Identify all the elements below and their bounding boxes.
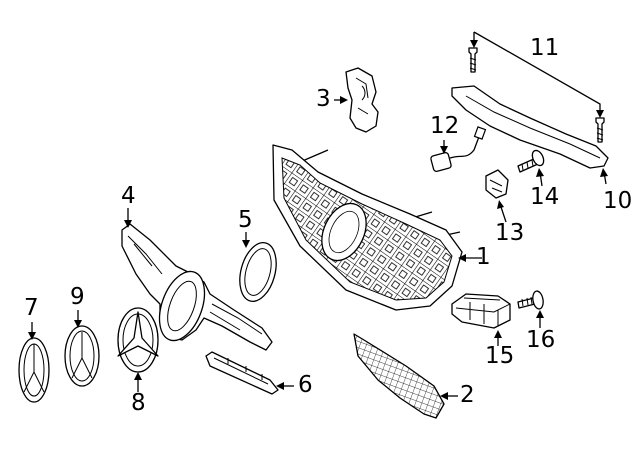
callout-4: 4 (121, 183, 136, 209)
part-11-bolts (468, 47, 605, 143)
callout-14: 14 (530, 184, 560, 210)
part-12-sensor (430, 126, 487, 173)
leader-lines (28, 31, 608, 400)
callout-13: 13 (495, 220, 525, 246)
callout-10: 10 (603, 188, 633, 214)
part-8-star-emblem (117, 307, 159, 373)
part-2-lower-insert (353, 333, 445, 419)
part-1-grille (272, 144, 463, 311)
part-10-support-bar (451, 85, 609, 169)
part-3-bracket (345, 67, 379, 133)
callout-5: 5 (238, 207, 253, 233)
callout-7: 7 (24, 295, 39, 321)
part-15-bracket-block (451, 293, 511, 329)
part-9-star-emblem (64, 325, 100, 387)
callout-11: 11 (530, 35, 560, 61)
callout-3: 3 (316, 86, 331, 112)
part-5-emblem-ring (239, 242, 277, 302)
callout-6: 6 (298, 372, 313, 398)
part-13-clip (485, 169, 509, 199)
callout-16: 16 (526, 327, 556, 353)
part-16-screw (517, 290, 544, 310)
callout-12: 12 (430, 113, 460, 139)
callout-9: 8 (131, 390, 146, 416)
part-6-trim-strip (205, 351, 279, 395)
part-14-screw (517, 149, 545, 173)
callout-2: 2 (460, 382, 475, 408)
part-7-star-emblem (18, 337, 50, 403)
callout-15: 15 (485, 343, 515, 369)
callout-8: 9 (70, 284, 85, 310)
part-4-grille-frame (121, 223, 273, 351)
callout-1: 1 (476, 244, 491, 270)
